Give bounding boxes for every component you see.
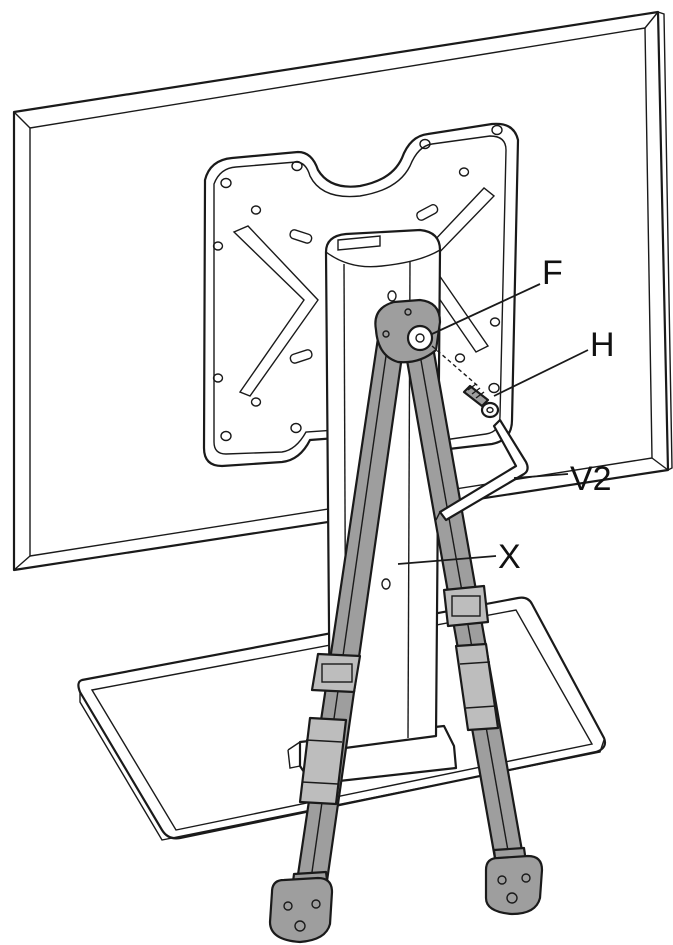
screw-path-line	[431, 345, 479, 387]
safety-strap-x	[268, 298, 544, 944]
callout-h: H	[590, 326, 615, 364]
callout-v2: V2	[570, 460, 612, 498]
callout-f: F	[542, 254, 563, 292]
leader-v2	[513, 473, 569, 479]
screw-h	[462, 383, 500, 419]
right-strap-buckle	[442, 584, 500, 732]
allen-key-v2	[435, 418, 529, 522]
leader-f	[431, 283, 541, 335]
right-strap-anchor	[484, 846, 544, 916]
leader-h	[493, 349, 589, 397]
callout-x: X	[498, 538, 521, 576]
left-strap-anchor	[268, 870, 334, 944]
spacer-f	[406, 324, 434, 352]
leader-x	[397, 555, 497, 565]
left-strap-buckle	[298, 652, 362, 806]
